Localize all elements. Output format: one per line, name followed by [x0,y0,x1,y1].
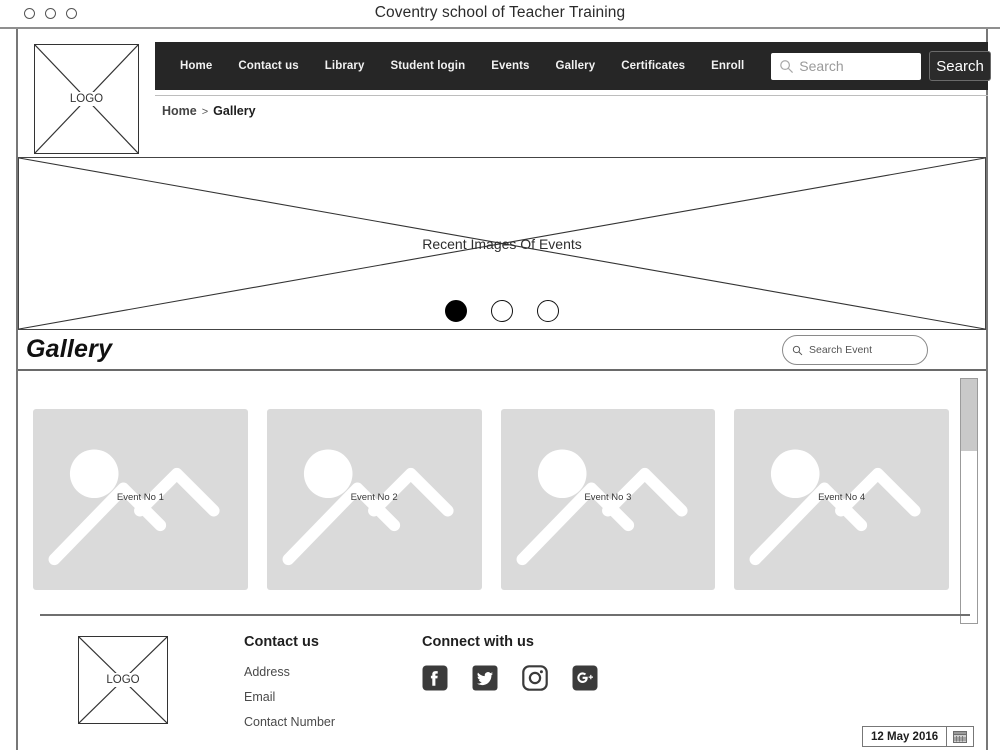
window-titlebar: Coventry school of Teacher Training [0,0,1000,29]
nav-item-library[interactable]: Library [324,60,365,72]
footer-social-heading: Connect with us [422,634,534,650]
date-value: 12 May 2016 [863,727,948,746]
header-search-box [771,52,922,80]
breadcrumb-divider [155,95,988,96]
breadcrumb-separator: > [201,106,209,118]
nav-item-student-login[interactable]: Student login [390,60,466,72]
nav-item-gallery[interactable]: Gallery [555,60,596,72]
image-placeholder-icon [282,449,454,566]
gallery-scrollbar[interactable] [960,378,978,624]
header-logo[interactable]: LOGO [34,44,139,154]
footer-contact-address[interactable]: Address [244,665,290,679]
window-controls [24,8,77,19]
image-placeholder-icon [48,449,220,566]
window-maximize-icon[interactable] [66,8,77,19]
footer-contact-heading: Contact us [244,634,319,650]
gallery-card-label: Event No 3 [584,492,632,503]
nav-item-contact-us[interactable]: Contact us [238,60,299,72]
gallery-card[interactable]: Event No 2 [266,409,482,590]
gallery-grid: Event No 1 Event No 2 Event No 3 [33,409,949,590]
image-placeholder-icon [749,449,921,566]
gallery-card[interactable]: Event No 4 [734,409,949,590]
nav-item-home[interactable]: Home [180,60,213,72]
nav-item-enroll[interactable]: Enroll [711,60,745,72]
gallery-card[interactable]: Event No 1 [33,409,248,590]
breadcrumb-home[interactable]: Home [162,104,197,118]
gallery-scrollbar-thumb[interactable] [961,379,977,451]
gallery-card-label: Event No 4 [818,492,866,503]
event-search-input[interactable] [807,343,911,357]
breadcrumb-current: Gallery [213,104,256,118]
banner-placeholder-cross-icon [19,158,985,329]
instagram-icon[interactable] [522,665,548,691]
header-search-input[interactable] [797,57,922,75]
image-placeholder-icon [516,449,688,566]
footer-logo-label: LOGO [79,673,167,687]
header-logo-label: LOGO [35,92,138,106]
nav-item-events[interactable]: Events [491,60,530,72]
window-close-icon[interactable] [24,8,35,19]
main-navigation: Home Contact us Library Student login Ev… [155,42,991,90]
event-search-box [782,335,928,365]
twitter-icon[interactable] [472,665,498,691]
header-search-button[interactable]: Search [929,51,991,81]
footer-contact-column: Contact us Address Email Contact Number [244,634,335,740]
gallery-card[interactable]: Event No 3 [500,409,716,590]
page-frame [16,29,988,750]
footer-contact-number[interactable]: Contact Number [244,715,336,729]
search-icon [775,59,797,74]
gallery-header: Gallery [18,331,986,371]
social-links [422,665,598,691]
search-icon [792,345,803,356]
footer-divider [40,614,970,616]
carousel-dot-2[interactable] [491,300,513,322]
googleplus-icon[interactable] [572,665,598,691]
facebook-icon[interactable] [422,665,448,691]
breadcrumb: Home > Gallery [162,104,256,118]
carousel-dot-1[interactable] [445,300,467,322]
window-title: Coventry school of Teacher Training [374,4,626,21]
footer-social-column: Connect with us [422,634,598,691]
date-picker[interactable]: 12 May 2016 [862,726,975,747]
carousel-dot-3[interactable] [537,300,559,322]
calendar-icon[interactable] [947,727,974,746]
carousel-dots [19,300,985,322]
footer-contact-email[interactable]: Email [244,690,276,704]
window-minimize-icon[interactable] [45,8,56,19]
banner-label: Recent Images Of Events [422,236,582,252]
gallery-card-label: Event No 2 [350,492,398,503]
page-title: Gallery [26,335,113,363]
footer-logo[interactable]: LOGO [78,636,168,724]
gallery-card-label: Event No 1 [116,492,164,503]
nav-item-certificates[interactable]: Certificates [621,60,686,72]
banner-carousel[interactable]: Recent Images Of Events [18,157,986,330]
